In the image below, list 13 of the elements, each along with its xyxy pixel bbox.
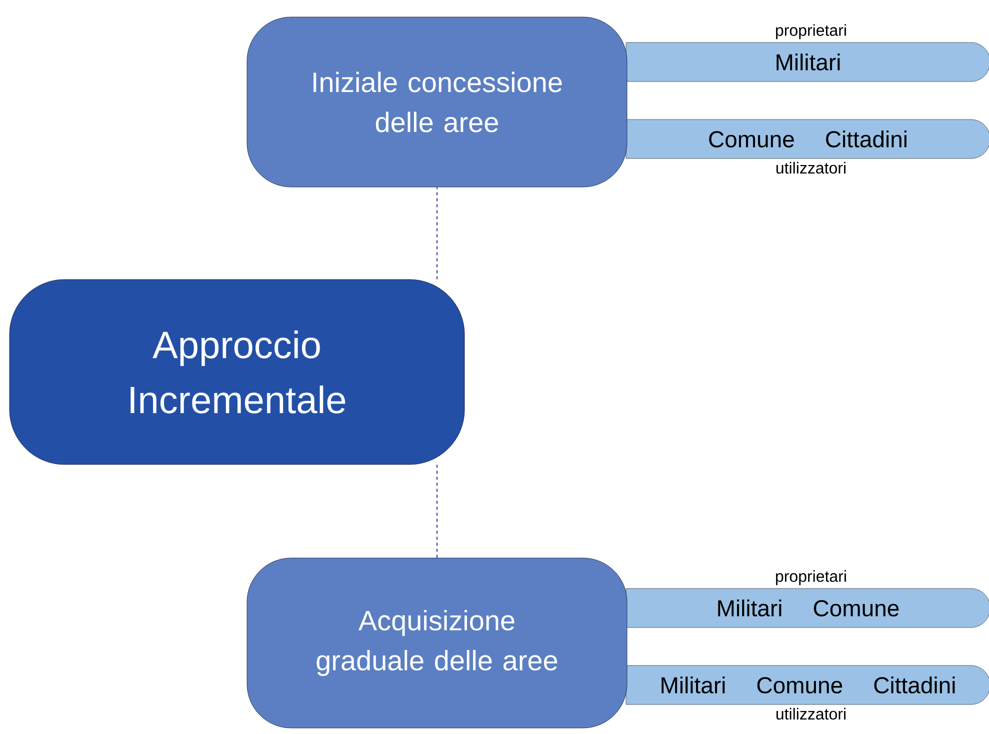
role-bar: Militari	[626, 42, 989, 82]
role-label: proprietari	[776, 570, 846, 586]
connector-line	[436, 464, 438, 558]
main-box: Approccio Incrementale	[9, 279, 465, 465]
role-label: utilizzatori	[776, 162, 846, 174]
role-label: utilizzatori	[776, 708, 846, 720]
role-bar: Militari Comune	[626, 588, 989, 628]
role-label: proprietari	[776, 24, 846, 40]
connector-line	[436, 186, 438, 280]
role-bar: Militari Comune Cittadini	[626, 665, 989, 705]
process-box: Iniziale concessione delle aree	[246, 16, 628, 188]
process-box: Acquisizione graduale delle aree	[246, 558, 628, 728]
role-bar: Comune Cittadini	[626, 119, 989, 159]
